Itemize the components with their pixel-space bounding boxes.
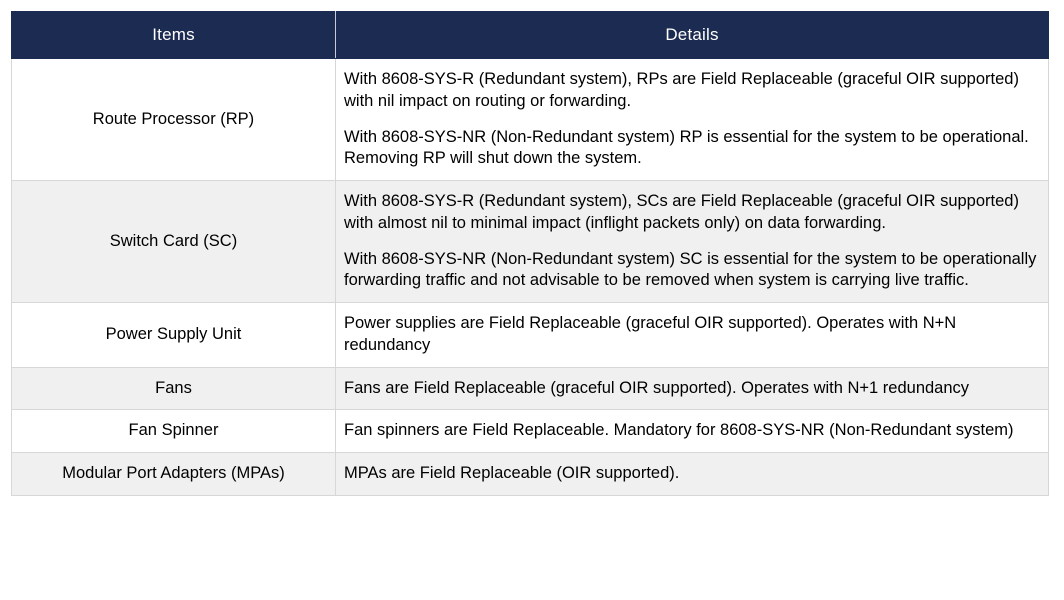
table-row: Fans Fans are Field Replaceable (gracefu…: [11, 366, 1049, 411]
detail-paragraph: With 8608-SYS-NR (Non-Redundant system) …: [344, 249, 1037, 290]
column-header-items: Items: [11, 11, 336, 59]
table-body: Route Processor (RP) With 8608-SYS-R (Re…: [11, 57, 1049, 496]
cell-item-name: Power Supply Unit: [11, 302, 336, 368]
cell-item-name: Switch Card (SC): [11, 180, 336, 304]
detail-paragraph: MPAs are Field Replaceable (OIR supporte…: [344, 464, 680, 483]
cell-item-details: Fans are Field Replaceable (graceful OIR…: [335, 366, 1049, 411]
table-row: Switch Card (SC) With 8608-SYS-R (Redund…: [11, 180, 1049, 304]
cell-item-details: With 8608-SYS-R (Redundant system), SCs …: [335, 180, 1049, 304]
cell-item-name: Fan Spinner: [11, 409, 336, 454]
detail-paragraph: With 8608-SYS-NR (Non-Redundant system) …: [344, 127, 1029, 168]
cell-item-name: Fans: [11, 366, 336, 411]
field-replaceable-units-table: Items Details Route Processor (RP) With …: [11, 11, 1049, 496]
spec-table-wrapper: Items Details Route Processor (RP) With …: [11, 11, 1049, 496]
table-row: Power Supply Unit Power supplies are Fie…: [11, 302, 1049, 368]
column-header-details: Details: [335, 11, 1049, 59]
table-header: Items Details: [11, 11, 1049, 59]
cell-item-details: With 8608-SYS-R (Redundant system), RPs …: [335, 57, 1049, 182]
table-header-row: Items Details: [11, 11, 1049, 59]
cell-item-details: Fan spinners are Field Replaceable. Mand…: [335, 409, 1049, 454]
table-row: Fan Spinner Fan spinners are Field Repla…: [11, 409, 1049, 454]
detail-paragraph: Fan spinners are Field Replaceable. Mand…: [344, 421, 1014, 440]
cell-item-name: Modular Port Adapters (MPAs): [11, 452, 336, 496]
cell-item-details: MPAs are Field Replaceable (OIR supporte…: [335, 452, 1049, 496]
detail-paragraph: Power supplies are Field Replaceable (gr…: [344, 314, 957, 354]
table-row: Modular Port Adapters (MPAs) MPAs are Fi…: [11, 452, 1049, 496]
detail-paragraph: Fans are Field Replaceable (graceful OIR…: [344, 378, 970, 397]
table-row: Route Processor (RP) With 8608-SYS-R (Re…: [11, 57, 1049, 182]
cell-item-details: Power supplies are Field Replaceable (gr…: [335, 302, 1049, 368]
detail-paragraph: With 8608-SYS-R (Redundant system), RPs …: [344, 70, 1019, 110]
cell-item-name: Route Processor (RP): [11, 57, 336, 182]
detail-paragraph: With 8608-SYS-R (Redundant system), SCs …: [344, 192, 1019, 232]
